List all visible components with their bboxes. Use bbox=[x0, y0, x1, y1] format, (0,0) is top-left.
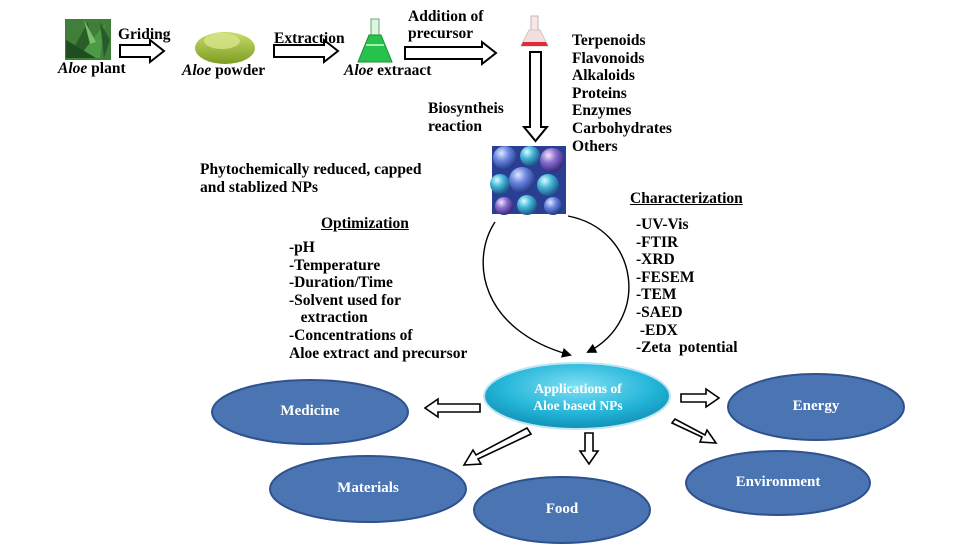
phytochemicals-list: Terpenoids Flavonoids Alkaloids Proteins… bbox=[572, 32, 672, 155]
optimization-item: -pH bbox=[289, 239, 315, 256]
environment-ellipse bbox=[685, 450, 871, 516]
optimization-list: -pH -Temperature -Duration/Time -Solvent… bbox=[289, 239, 467, 362]
green-flask-icon bbox=[357, 18, 393, 63]
phytochemical-item: Proteins bbox=[572, 84, 627, 102]
aloe-plant-image bbox=[65, 19, 111, 60]
aloe-powder-image bbox=[195, 32, 255, 64]
arrow-to-medicine bbox=[423, 397, 481, 419]
medicine-ellipse bbox=[211, 379, 409, 445]
aloe-powder-label: Aloe powder bbox=[182, 62, 266, 79]
arrow-to-environment bbox=[670, 417, 718, 444]
arrow-to-food bbox=[578, 432, 600, 466]
addition-label-line1: Addition of bbox=[408, 8, 484, 25]
arrow-addition bbox=[404, 39, 498, 67]
characterization-item: -Zeta potential bbox=[636, 339, 738, 357]
medicine-label: Medicine bbox=[280, 403, 340, 419]
characterization-item: -XRD bbox=[636, 251, 675, 269]
arrow-biosynthesis bbox=[521, 51, 550, 143]
optimization-item: -Solvent used for bbox=[289, 291, 401, 309]
applications-center-line2: Aloe based NPs bbox=[533, 398, 623, 413]
arrow-grinding bbox=[119, 37, 166, 65]
characterization-title: Characterization bbox=[630, 190, 743, 207]
applications-center-label: Applications of Aloe based NPs bbox=[488, 380, 668, 414]
food-ellipse bbox=[473, 476, 651, 544]
phytochemical-item: Carbohydrates bbox=[572, 119, 672, 137]
cycle-arrow-left bbox=[482, 221, 572, 358]
optimization-title: Optimization bbox=[321, 215, 409, 232]
materials-ellipse bbox=[269, 455, 467, 523]
characterization-item: -TEM bbox=[636, 286, 677, 304]
aloe-plant-label: Aloe plant bbox=[58, 60, 126, 77]
characterization-item: -SAED bbox=[636, 303, 683, 321]
characterization-item: -FTIR bbox=[636, 233, 679, 251]
phytochemical-item: Enzymes bbox=[572, 102, 632, 120]
arrow-to-materials bbox=[462, 426, 533, 466]
applications-center-line1: Applications of bbox=[534, 381, 622, 396]
energy-label: Energy bbox=[792, 398, 840, 414]
grinding-label: Griding bbox=[118, 26, 171, 43]
nps-label-line1: Phytochemically reduced, capped bbox=[200, 161, 422, 178]
red-flask-icon bbox=[520, 15, 549, 47]
materials-label: Materials bbox=[337, 480, 399, 496]
energy-ellipse bbox=[727, 373, 905, 441]
optimization-item: -Concentrations of bbox=[289, 326, 413, 344]
phytochemical-item: Terpenoids bbox=[572, 32, 646, 49]
characterization-item: -UV-Vis bbox=[636, 216, 689, 233]
nanoparticles-image bbox=[490, 146, 566, 215]
optimization-item: Aloe extract and precursor bbox=[289, 344, 468, 362]
optimization-item: -Duration/Time bbox=[289, 274, 393, 292]
cycle-arrow-right bbox=[567, 215, 630, 353]
characterization-item: -EDX bbox=[636, 321, 678, 339]
extraction-label: Extraction bbox=[274, 30, 345, 47]
optimization-item: -Temperature bbox=[289, 256, 381, 274]
characterization-item: -FESEM bbox=[636, 268, 695, 286]
environment-label: Environment bbox=[735, 474, 821, 490]
arrow-to-energy bbox=[680, 387, 721, 409]
aloe-extract-label: Aloe extraact bbox=[344, 62, 432, 79]
applications-center-ellipse bbox=[483, 362, 671, 430]
biosynthesis-label-line2: reaction bbox=[428, 118, 482, 135]
phytochemical-item: Alkaloids bbox=[572, 67, 635, 85]
arrow-extraction bbox=[273, 37, 340, 65]
characterization-list: -UV-Vis -FTIR -XRD -FESEM -TEM -SAED -ED… bbox=[636, 216, 738, 357]
phytochemical-item: Flavonoids bbox=[572, 49, 645, 67]
optimization-item: extraction bbox=[289, 309, 368, 327]
food-label: Food bbox=[545, 501, 579, 517]
addition-label-line2: precursor bbox=[408, 25, 474, 42]
nps-label-line2: and stablized NPs bbox=[200, 179, 318, 196]
biosynthesis-label-line1: Biosyntheis bbox=[428, 100, 504, 117]
phytochemical-item: Others bbox=[572, 137, 618, 155]
